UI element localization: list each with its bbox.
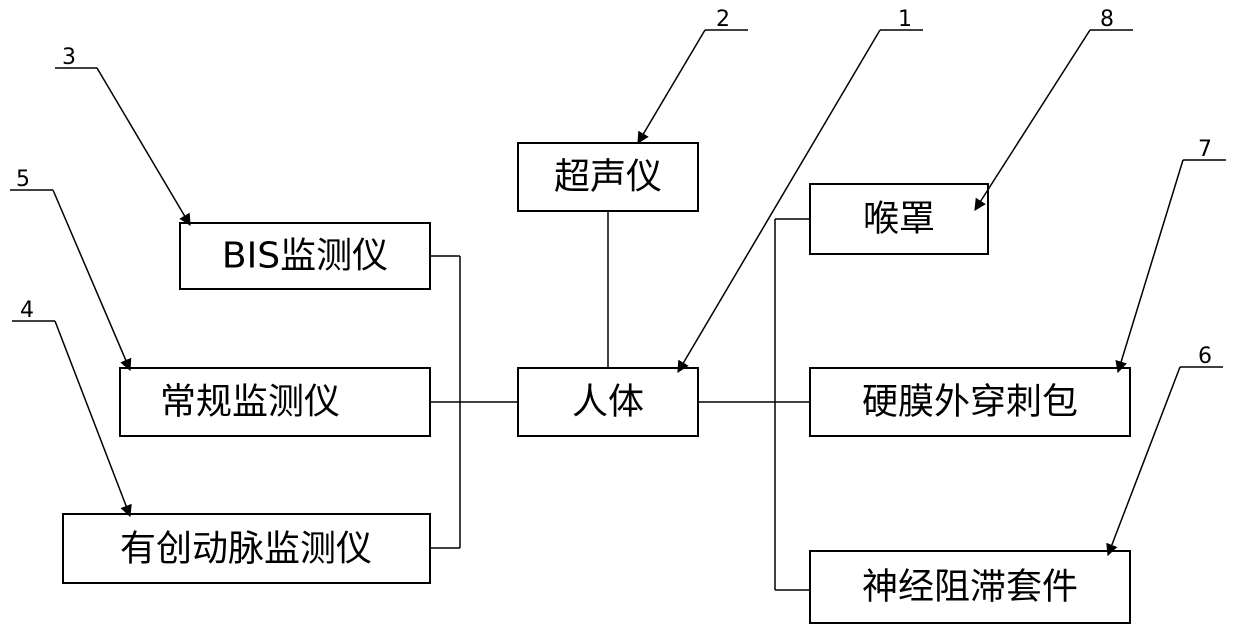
ref-number-6: 6 [1198, 344, 1212, 369]
node-ultrasound: 超声仪 [518, 143, 698, 211]
leader-4-line [55, 321, 130, 516]
node-laryngeal-mask: 喉罩 [810, 184, 988, 254]
node-body: 人体 [518, 368, 698, 436]
node-nerve-block-kit: 神经阻滞套件 [810, 551, 1130, 623]
leader-7-line [1118, 160, 1183, 372]
ref-number-3: 3 [62, 45, 76, 70]
leader-5: 5 [10, 167, 130, 370]
node-routine-monitor: 常规监测仪 [120, 368, 430, 436]
routine-monitor-label: 常规监测仪 [160, 382, 340, 423]
ref-number-8: 8 [1100, 7, 1114, 32]
nerve-block-kit-label: 神经阻滞套件 [862, 567, 1078, 608]
ref-number-5: 5 [16, 167, 30, 192]
ref-number-4: 4 [20, 298, 34, 323]
leader-3: 3 [55, 45, 190, 225]
ref-number-2: 2 [716, 7, 730, 32]
node-invasive-arterial: 有创动脉监测仪 [63, 514, 430, 583]
ultrasound-label: 超声仪 [554, 157, 662, 198]
leader-2: 2 [638, 7, 748, 143]
leader-5-line [53, 190, 130, 370]
leader-2-line [638, 30, 705, 143]
leader-4: 4 [12, 298, 130, 516]
leader-3-line [97, 68, 190, 225]
ref-number-7: 7 [1198, 137, 1212, 162]
ref-number-1: 1 [898, 7, 912, 32]
laryngeal-mask-label: 喉罩 [863, 199, 935, 240]
node-bis: BIS监测仪 [180, 223, 430, 289]
bis-label: BIS监测仪 [222, 236, 388, 277]
node-epidural-kit: 硬膜外穿刺包 [810, 368, 1130, 436]
leader-8-line [975, 30, 1090, 210]
leader-7: 7 [1118, 137, 1226, 372]
epidural-kit-label: 硬膜外穿刺包 [862, 382, 1078, 423]
invasive-arterial-label: 有创动脉监测仪 [120, 529, 372, 570]
body-label: 人体 [572, 382, 644, 423]
leader-8: 8 [975, 7, 1133, 210]
